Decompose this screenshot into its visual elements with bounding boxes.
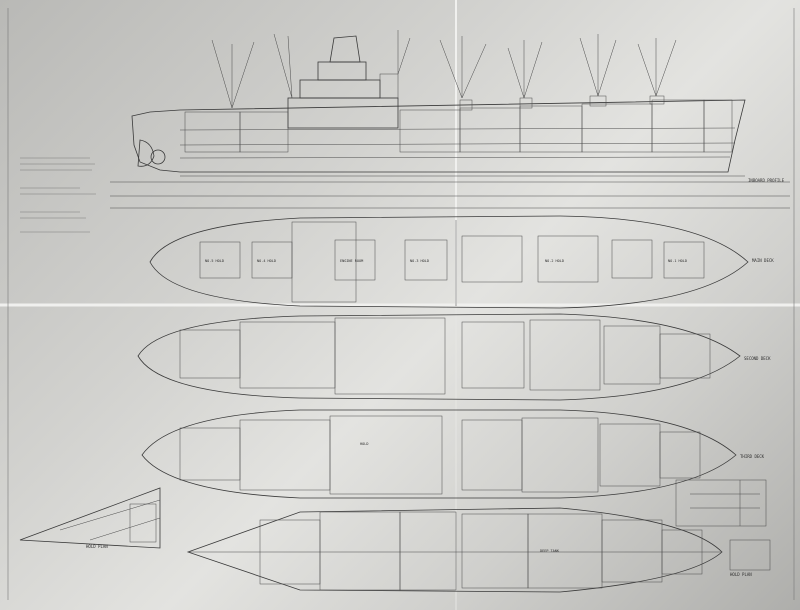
- cargo-booms: [211, 30, 677, 109]
- inboard-profile-label: INBOARD PROFILE: [748, 178, 785, 183]
- propeller-shape: [150, 149, 166, 165]
- hold-plan-label-2: HOLD PLAN: [730, 572, 752, 577]
- compartment-label: ENGINE ROOM: [340, 259, 363, 263]
- deck-plan-second: SECOND DECK: [137, 313, 771, 401]
- compartment-label: NO.3 HOLD: [410, 259, 429, 263]
- compartment-label: NO.2 HOLD: [545, 259, 564, 263]
- deck-label-third: THIRD DECK: [740, 454, 765, 459]
- funnel-shape: [329, 35, 361, 63]
- hold-plan: HOLD PLAN HOLD PLAN: [19, 479, 771, 593]
- compartment-label: NO.1 HOLD: [668, 259, 687, 263]
- hull-outline-second-deck: [137, 313, 741, 401]
- compartment-label: NO.5 HOLD: [205, 259, 224, 263]
- inboard-profile: INBOARD PROFILE: [110, 30, 790, 209]
- hold-plan-label: HOLD PLAN: [86, 544, 108, 549]
- bridge-block: [287, 97, 399, 129]
- notes-block: [20, 157, 96, 233]
- compartment-label: DEEP TANK: [540, 549, 560, 553]
- deck-label-main: MAIN DECK: [752, 258, 774, 263]
- hull-outline-main-deck: [149, 215, 749, 309]
- compartment-labels: NO.5 HOLD NO.4 HOLD ENGINE ROOM NO.3 HOL…: [205, 259, 687, 553]
- hull-outline-third-deck: [141, 409, 737, 499]
- deck-plan-main: MAIN DECK: [149, 215, 774, 309]
- compartment-label: HOLD: [360, 442, 368, 446]
- hull-outline-hold: [186, 507, 723, 593]
- deck-label-second: SECOND DECK: [744, 356, 771, 361]
- compartment-label: NO.4 HOLD: [257, 259, 276, 263]
- hull-profile-outline: [131, 99, 746, 173]
- deck-plan-third: THIRD DECK: [141, 409, 765, 499]
- bow-section-detail: [675, 479, 771, 571]
- rudder-shape: [137, 139, 155, 167]
- stern-detail-plan: [19, 487, 161, 549]
